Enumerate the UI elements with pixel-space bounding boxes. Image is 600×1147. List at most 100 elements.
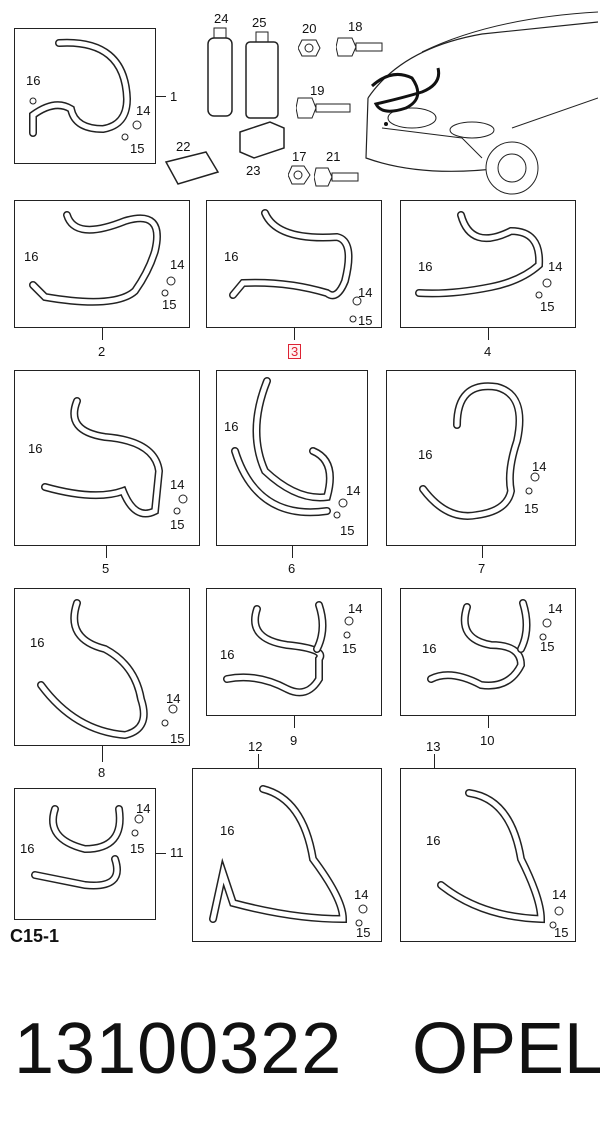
- label-16: 16: [28, 441, 43, 456]
- hose-drawing: [223, 601, 354, 697]
- panel-9: [206, 588, 382, 716]
- leader-line: [434, 754, 435, 770]
- panel-callout-1: 1: [170, 89, 178, 104]
- label-16: 16: [220, 823, 235, 838]
- nut-icon: [288, 165, 311, 185]
- hose-drawing: [437, 789, 564, 929]
- part-number: 13100322: [14, 1009, 343, 1089]
- brand-name: OPEL: [412, 1009, 600, 1089]
- label-15: 15: [358, 313, 373, 328]
- label-16: 16: [224, 419, 239, 434]
- panel-callout-8: 8: [98, 765, 106, 780]
- label-14: 14: [354, 887, 369, 902]
- diagram-code: C15-1: [10, 926, 60, 946]
- leader-line: [488, 716, 489, 728]
- label-16: 16: [20, 841, 35, 856]
- label-15: 15: [130, 841, 145, 856]
- panel-8: [14, 588, 190, 746]
- leader-line: [482, 546, 483, 558]
- car-illustration: [365, 11, 598, 195]
- leader-line: [258, 754, 259, 770]
- label-16: 16: [422, 641, 437, 656]
- label-23: 23: [246, 163, 261, 178]
- label-15: 15: [540, 639, 555, 654]
- bolt-icon: [298, 39, 321, 57]
- label-14: 14: [170, 477, 185, 492]
- label-16: 16: [418, 447, 433, 462]
- label-20: 20: [302, 21, 317, 36]
- hose-drawing: [209, 785, 368, 927]
- panel-callout-2: 2: [98, 344, 106, 359]
- leader-line: [292, 546, 293, 558]
- bolt-icon: [336, 37, 383, 57]
- label-16: 16: [220, 647, 235, 662]
- leader-line: [156, 853, 166, 854]
- panel-5: [14, 370, 200, 546]
- label-14: 14: [166, 691, 181, 706]
- leader-line: [156, 96, 166, 97]
- label-15: 15: [130, 141, 145, 156]
- hose-drawing: [419, 382, 540, 520]
- label-14: 14: [532, 459, 547, 474]
- panel-1: [14, 28, 156, 164]
- leader-line: [106, 546, 107, 558]
- label-15: 15: [356, 925, 371, 940]
- label-15: 15: [162, 297, 177, 312]
- label-22: 22: [176, 139, 191, 154]
- label-14: 14: [348, 601, 363, 616]
- label-15: 15: [170, 731, 185, 746]
- panel-callout-6: 6: [288, 561, 296, 576]
- label-16: 16: [26, 73, 41, 88]
- panel-callout-3-highlighted[interactable]: 3: [288, 344, 302, 359]
- panel-callout-12: 12: [248, 739, 263, 754]
- bolt-icon: [296, 97, 351, 119]
- hose-drawing: [229, 209, 362, 323]
- bolt-icon: [314, 167, 359, 187]
- panel-12: [192, 768, 382, 942]
- leader-line: [102, 328, 103, 340]
- label-15: 15: [342, 641, 357, 656]
- bracket-icon: [239, 121, 285, 159]
- hose-drawing: [29, 211, 176, 306]
- label-15: 15: [170, 517, 185, 532]
- panel-callout-4: 4: [484, 344, 492, 359]
- leader-line: [294, 328, 295, 340]
- label-21: 21: [326, 149, 341, 164]
- label-15: 15: [340, 523, 355, 538]
- container-icon: [245, 31, 279, 119]
- label-14: 14: [548, 259, 563, 274]
- panel-13: [400, 768, 576, 942]
- label-16: 16: [426, 833, 441, 848]
- label-14: 14: [552, 887, 567, 902]
- leader-line: [294, 716, 295, 728]
- hose-drawing: [29, 38, 142, 141]
- panel-2: [14, 200, 190, 328]
- label-15: 15: [524, 501, 539, 516]
- hose-drawing: [41, 397, 188, 518]
- bottle-icon: [207, 27, 233, 117]
- panel-callout-7: 7: [478, 561, 486, 576]
- hose-drawing: [427, 599, 552, 690]
- label-16: 16: [24, 249, 39, 264]
- panel-callout-10: 10: [480, 733, 495, 748]
- label-18: 18: [348, 19, 363, 34]
- leader-line: [488, 328, 489, 340]
- panel-callout-9: 9: [290, 733, 298, 748]
- panel-10: [400, 588, 576, 716]
- label-14: 14: [346, 483, 361, 498]
- panel-7: [386, 370, 576, 546]
- label-16: 16: [30, 635, 45, 650]
- hose-drawing: [415, 211, 552, 299]
- label-15: 15: [540, 299, 555, 314]
- label-16: 16: [418, 259, 433, 274]
- panel-3: [206, 200, 382, 328]
- label-19: 19: [310, 83, 325, 98]
- panel-11: [14, 788, 156, 920]
- label-24: 24: [214, 11, 229, 26]
- pad-icon: [164, 151, 220, 185]
- bottle-24: [200, 10, 240, 120]
- hose-drawing: [37, 599, 178, 740]
- panel-callout-5: 5: [102, 561, 110, 576]
- label-14: 14: [548, 601, 563, 616]
- hose-drawing: [31, 805, 144, 890]
